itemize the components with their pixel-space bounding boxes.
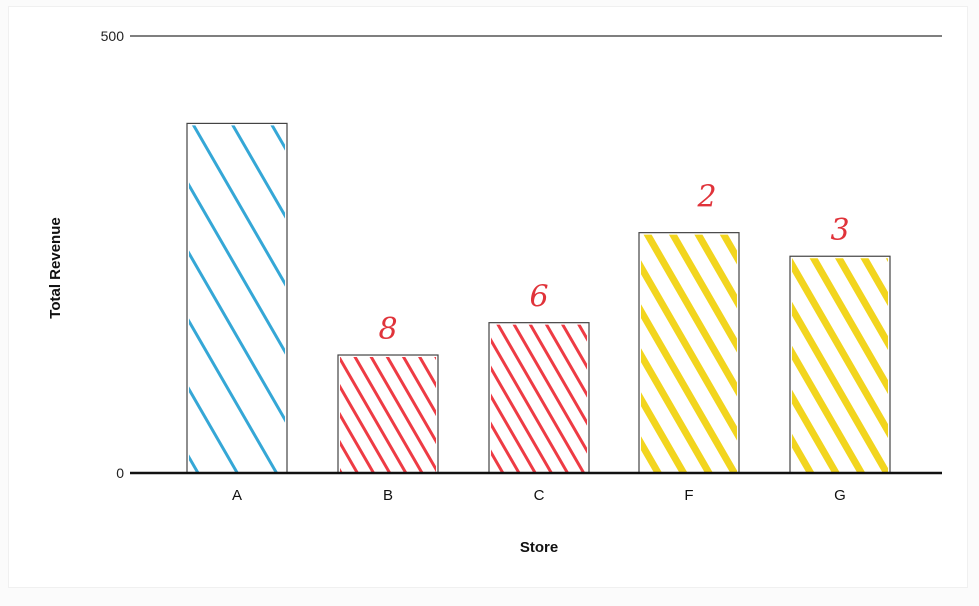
handwritten-rank-c: 6 — [529, 280, 548, 315]
handwritten-rank-b: 8 — [378, 312, 397, 347]
annotations-layer: 8 6 2 3 — [378, 180, 849, 347]
handwritten-rank-f: 2 — [696, 180, 716, 215]
bar-hatch-c — [491, 324, 587, 473]
x-axis-label: Store — [520, 539, 558, 556]
x-tick-label-b: B — [383, 487, 393, 504]
y-axis-label: Total Revenue — [47, 217, 64, 318]
x-tick-label-f: F — [684, 487, 693, 504]
x-tick-label-a: A — [232, 487, 242, 504]
x-tick-label-c: C — [534, 487, 545, 504]
x-tick-label-g: G — [834, 487, 846, 504]
handwritten-rank-g: 3 — [830, 213, 849, 248]
bar-hatch-a — [189, 125, 285, 474]
bar-hatch-f — [641, 234, 737, 473]
bar-hatch-g — [792, 258, 888, 473]
bar-hatch-b — [340, 357, 436, 473]
y-tick-label-bottom: 0 — [116, 465, 124, 481]
bars-layer — [186, 122, 891, 474]
y-tick-label-top: 500 — [101, 28, 125, 44]
